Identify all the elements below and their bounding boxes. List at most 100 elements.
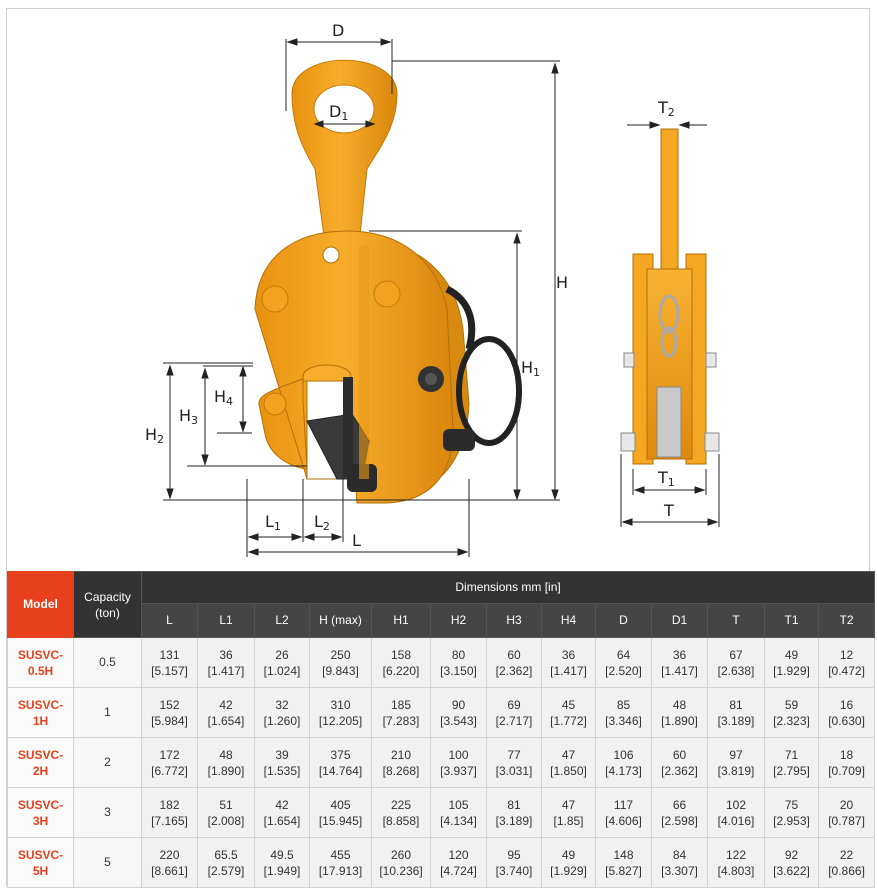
label-l2: L2 [314,512,330,533]
col-l: L [141,603,198,638]
value-mm: 92 [784,847,799,862]
dimension-cell: 117[4.606] [595,787,652,838]
value-mm: 260 [390,847,412,862]
capacity-cell: 5 [73,837,142,888]
dimension-cell: 71[2.795] [764,737,819,788]
dimension-cell: 69[2.717] [486,687,542,738]
value-mm: 117 [613,797,634,812]
value-in: [1.417] [550,663,587,678]
value-mm: 71 [784,747,799,762]
value-mm: 97 [729,747,743,762]
dimension-cell: 97[3.819] [707,737,765,788]
dimension-cell: 18[0.709] [817,737,876,788]
capacity-header: Capacity (ton) [73,571,142,638]
value-mm: 45 [561,697,576,712]
value-in: [2.717] [495,713,533,728]
value-mm: 90 [451,697,466,712]
dimension-cell: 250[9.843] [309,637,372,688]
value-mm: 122 [725,847,747,862]
value-in: [3.937] [440,763,477,778]
value-in: [4.803] [717,863,755,878]
value-in: [4.134] [440,813,477,828]
dimension-cell: 47[1.850] [541,737,596,788]
dimension-cell: 20[0.787] [817,787,876,838]
capacity-cell: 1 [73,687,142,738]
value-in: [3.189] [717,713,755,728]
value-in: [5.827] [605,863,642,878]
dimension-cell: 32[1.260] [254,687,310,738]
value-in: [4.724] [440,863,477,878]
value-in: [1.890] [207,763,245,778]
dimension-cell: 42[1.654] [254,787,310,838]
dimension-cell: 49[1.929] [541,837,596,888]
value-mm: 39 [275,747,289,762]
value-in: [2.638] [717,663,755,678]
dimension-cell: 36[1.417] [541,637,596,688]
value-in: [1.929] [550,863,587,878]
value-mm: 158 [390,647,412,662]
value-in: [1.024] [263,663,301,678]
label-d1: D1 [329,102,348,123]
value-mm: 131 [159,647,180,662]
value-mm: 26 [275,647,289,662]
value-in: [1.654] [263,813,301,828]
dimension-cell: 48[1.890] [197,737,255,788]
dimension-cell: 185[7.283] [371,687,431,738]
value-mm: 65.5 [214,847,238,862]
value-in: [1.949] [263,863,301,878]
dimension-cell: 95[3.740] [486,837,542,888]
label-h3: H3 [179,406,198,427]
col-t: T [707,603,765,638]
value-mm: 84 [672,847,687,862]
value-in: [5.157] [151,663,188,678]
dimension-cell: 12[0.472] [817,637,876,688]
value-mm: 310 [330,697,351,712]
dimension-cell: 158[6.220] [371,637,431,688]
value-in: [1.85] [553,813,584,828]
dimension-cell: 405[15.945] [309,787,372,838]
value-mm: 185 [390,697,412,712]
value-in: [2.008] [207,813,245,828]
value-mm: 102 [725,797,747,812]
value-in: [2.795] [773,763,810,778]
value-mm: 106 [613,747,634,762]
value-in: [3.307] [661,863,698,878]
value-mm: 66 [672,797,687,812]
value-mm: 152 [159,697,180,712]
value-in: [0.866] [828,863,865,878]
label-t1: T1 [657,468,675,489]
dimension-cell: 81[3.189] [486,787,542,838]
value-in: [1.417] [661,663,698,678]
dimension-cell: 59[2.323] [764,687,819,738]
value-in: [17.913] [318,863,363,878]
dimension-cell: 85[3.346] [595,687,652,738]
col-h-max: H (max) [309,603,372,638]
value-mm: 49 [784,647,799,662]
value-in: [3.622] [773,863,810,878]
value-mm: 250 [330,647,351,662]
value-mm: 67 [729,647,743,662]
value-in: [7.165] [151,813,188,828]
value-mm: 220 [159,847,180,862]
dimension-cell: 225[8.858] [371,787,431,838]
dimensions-header: Dimensions mm [in] [140,571,876,604]
col-h4: H4 [541,603,596,638]
model-cell: SUSVC-3H [7,787,74,838]
value-in: [4.606] [605,813,642,828]
dimension-cell: 75[2.953] [764,787,819,838]
col-h2: H2 [430,603,487,638]
value-mm: 100 [448,747,469,762]
dimension-cell: 60[2.362] [486,637,542,688]
model-cell: SUSVC-2H [7,737,74,788]
value-mm: 47 [561,797,576,812]
value-mm: 148 [613,847,634,862]
dimension-cell: 105[4.134] [430,787,487,838]
value-in: [2.579] [207,863,245,878]
capacity-cell: 0.5 [73,637,142,688]
value-mm: 81 [729,697,743,712]
dimension-cell: 48[1.890] [651,687,708,738]
